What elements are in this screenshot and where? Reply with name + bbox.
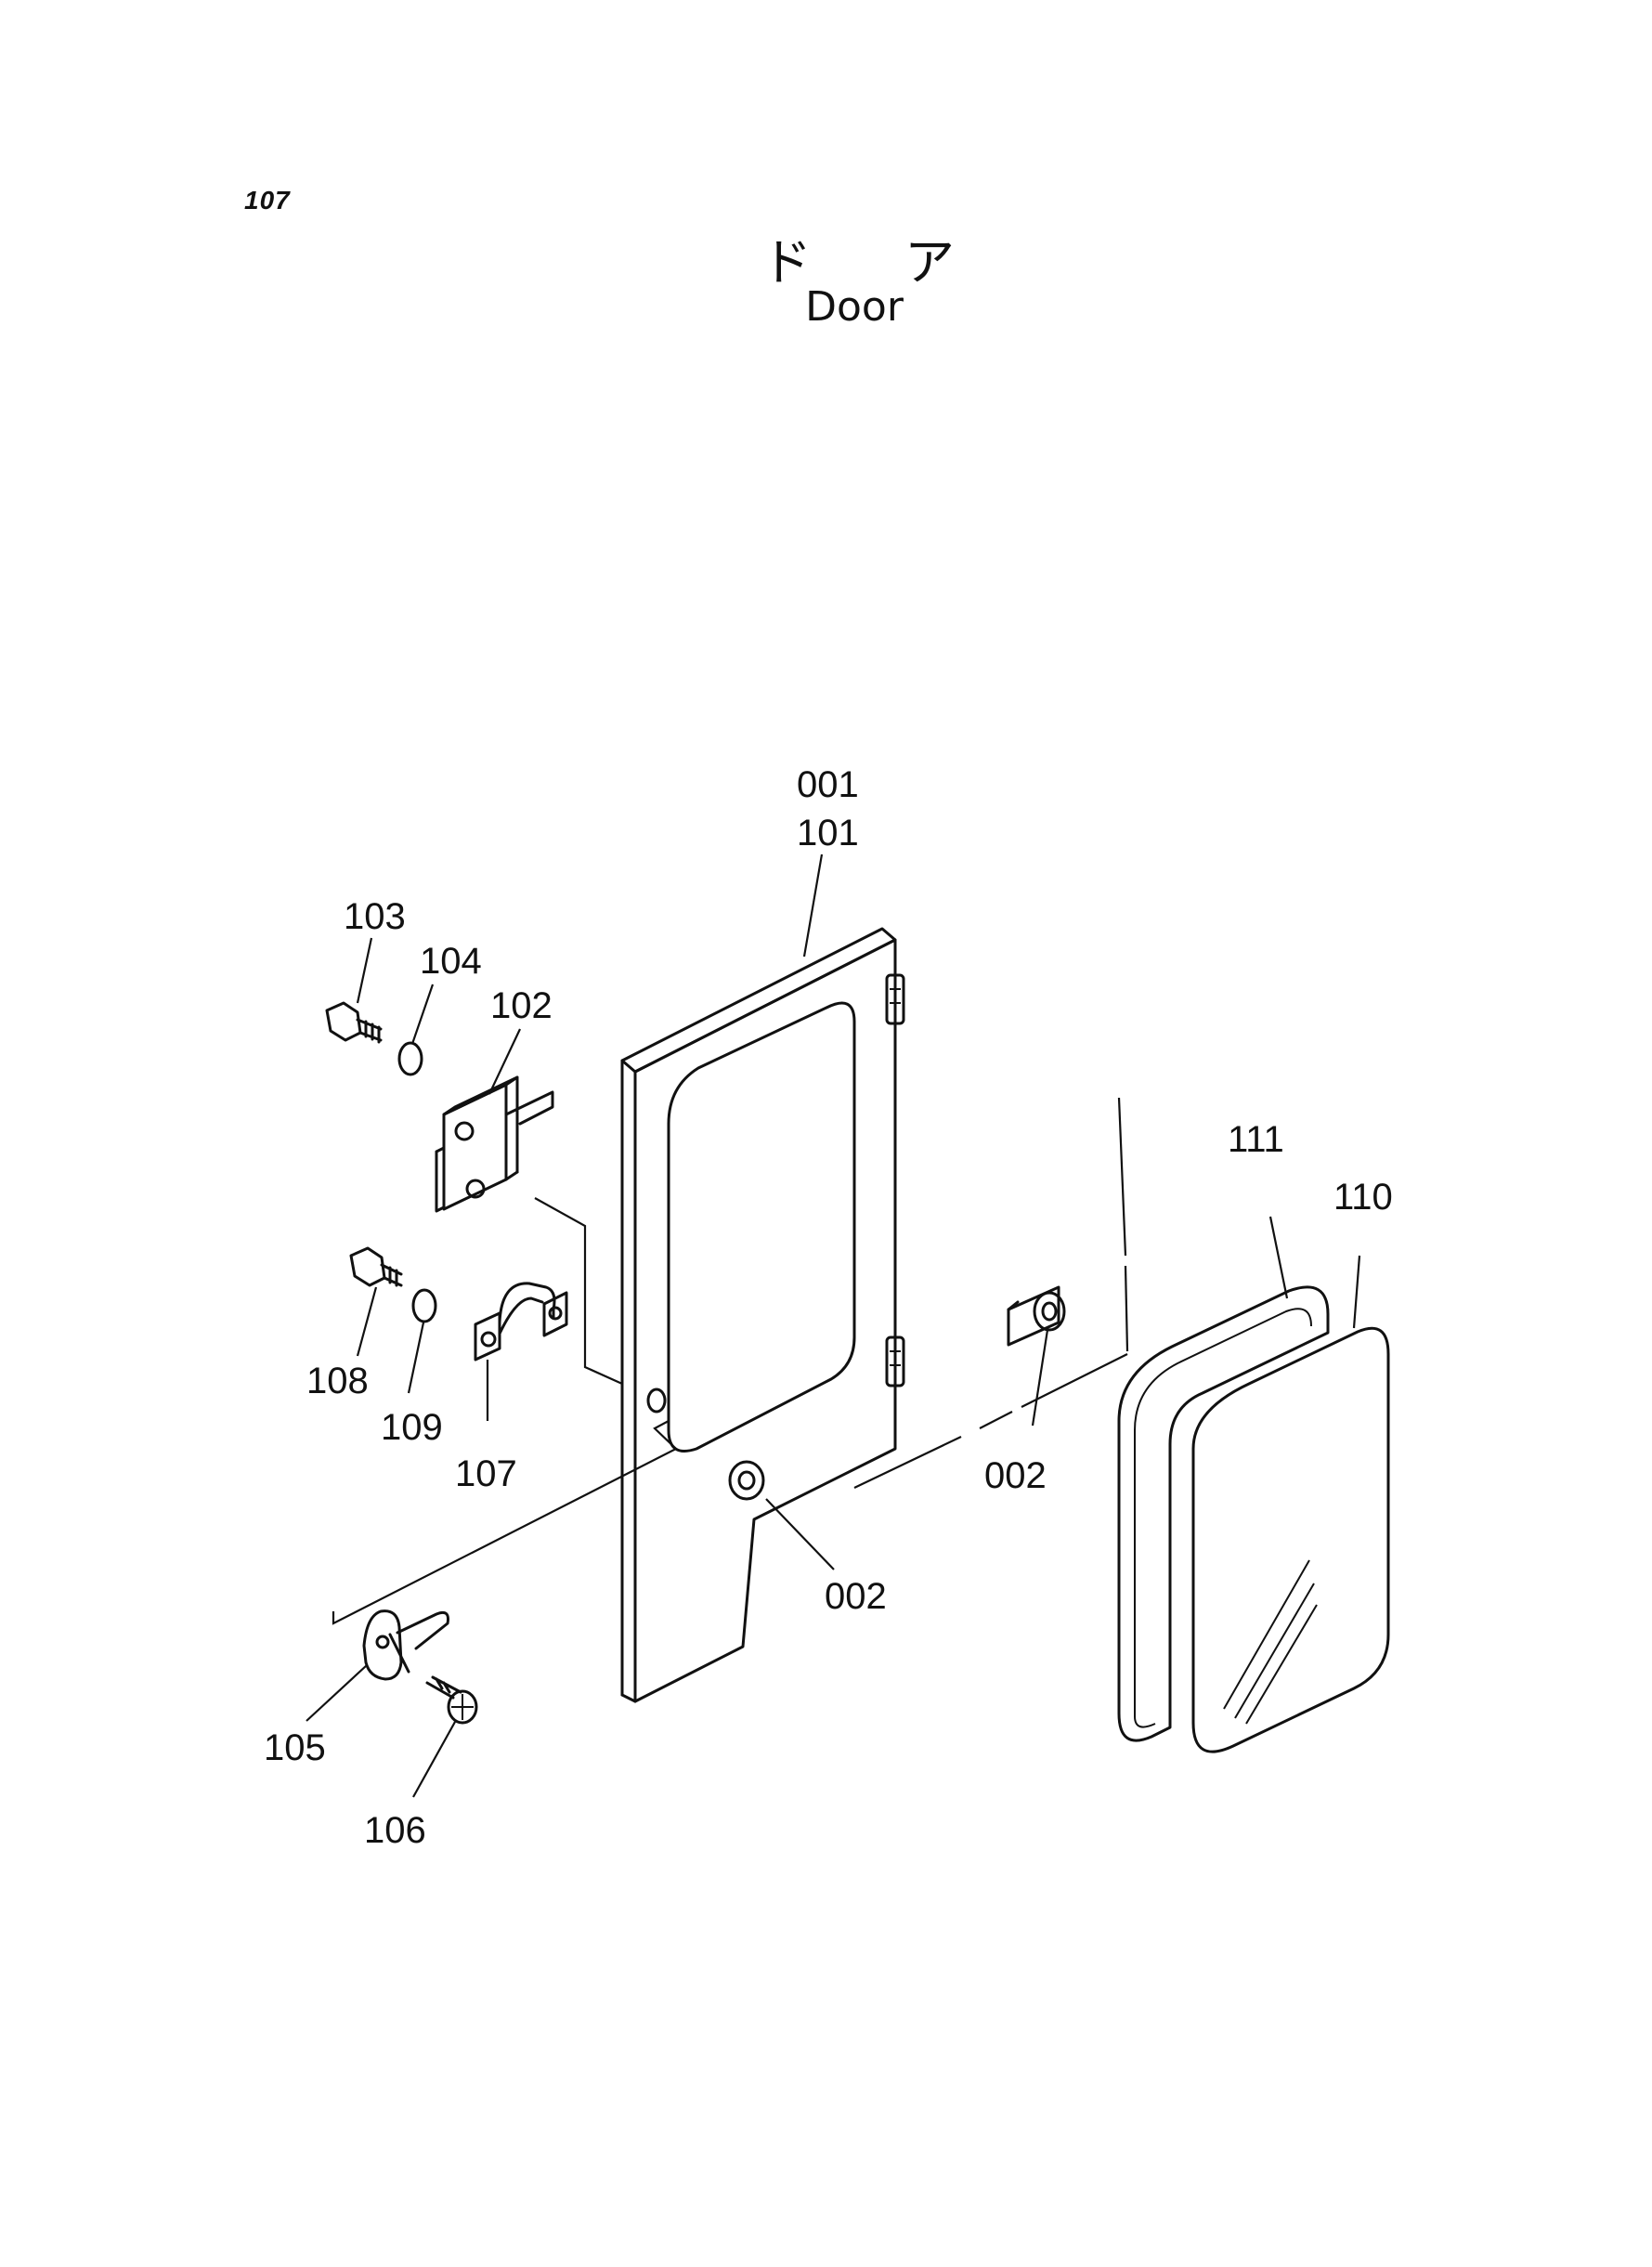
callout-001: 001 xyxy=(797,764,859,805)
bolt-103 xyxy=(325,1001,383,1044)
callout-106: 106 xyxy=(364,1810,426,1851)
callout-108: 108 xyxy=(306,1361,369,1401)
lock-cylinder-002 xyxy=(1007,1285,1066,1347)
window-glass-110 xyxy=(1191,1326,1390,1753)
door-panel xyxy=(620,927,905,1703)
latch-assembly xyxy=(435,1075,554,1213)
title-japanese: ドア xyxy=(761,233,1047,292)
callout-105: 105 xyxy=(264,1727,326,1768)
callout-111: 111 xyxy=(1228,1119,1284,1160)
leader-lines xyxy=(306,853,1361,1798)
callout-103: 103 xyxy=(344,896,406,937)
callout-110: 110 xyxy=(1333,1177,1393,1218)
page-number: 107 xyxy=(244,186,291,215)
screw-106 xyxy=(425,1675,478,1725)
striker-107 xyxy=(474,1282,568,1362)
callout-109: 109 xyxy=(381,1407,443,1448)
title-english: Door xyxy=(805,283,904,331)
callout-102: 102 xyxy=(490,985,553,1026)
washer-104 xyxy=(397,1041,423,1076)
callout-002-center: 002 xyxy=(825,1576,887,1617)
washer-109 xyxy=(411,1288,437,1323)
callout-101: 101 xyxy=(797,813,859,853)
bolt-108 xyxy=(349,1246,403,1287)
handle-105 xyxy=(362,1609,449,1681)
seal-111 xyxy=(1117,1285,1330,1742)
callout-107: 107 xyxy=(455,1453,517,1494)
callout-002-right: 002 xyxy=(984,1455,1047,1496)
callout-104: 104 xyxy=(420,941,482,982)
